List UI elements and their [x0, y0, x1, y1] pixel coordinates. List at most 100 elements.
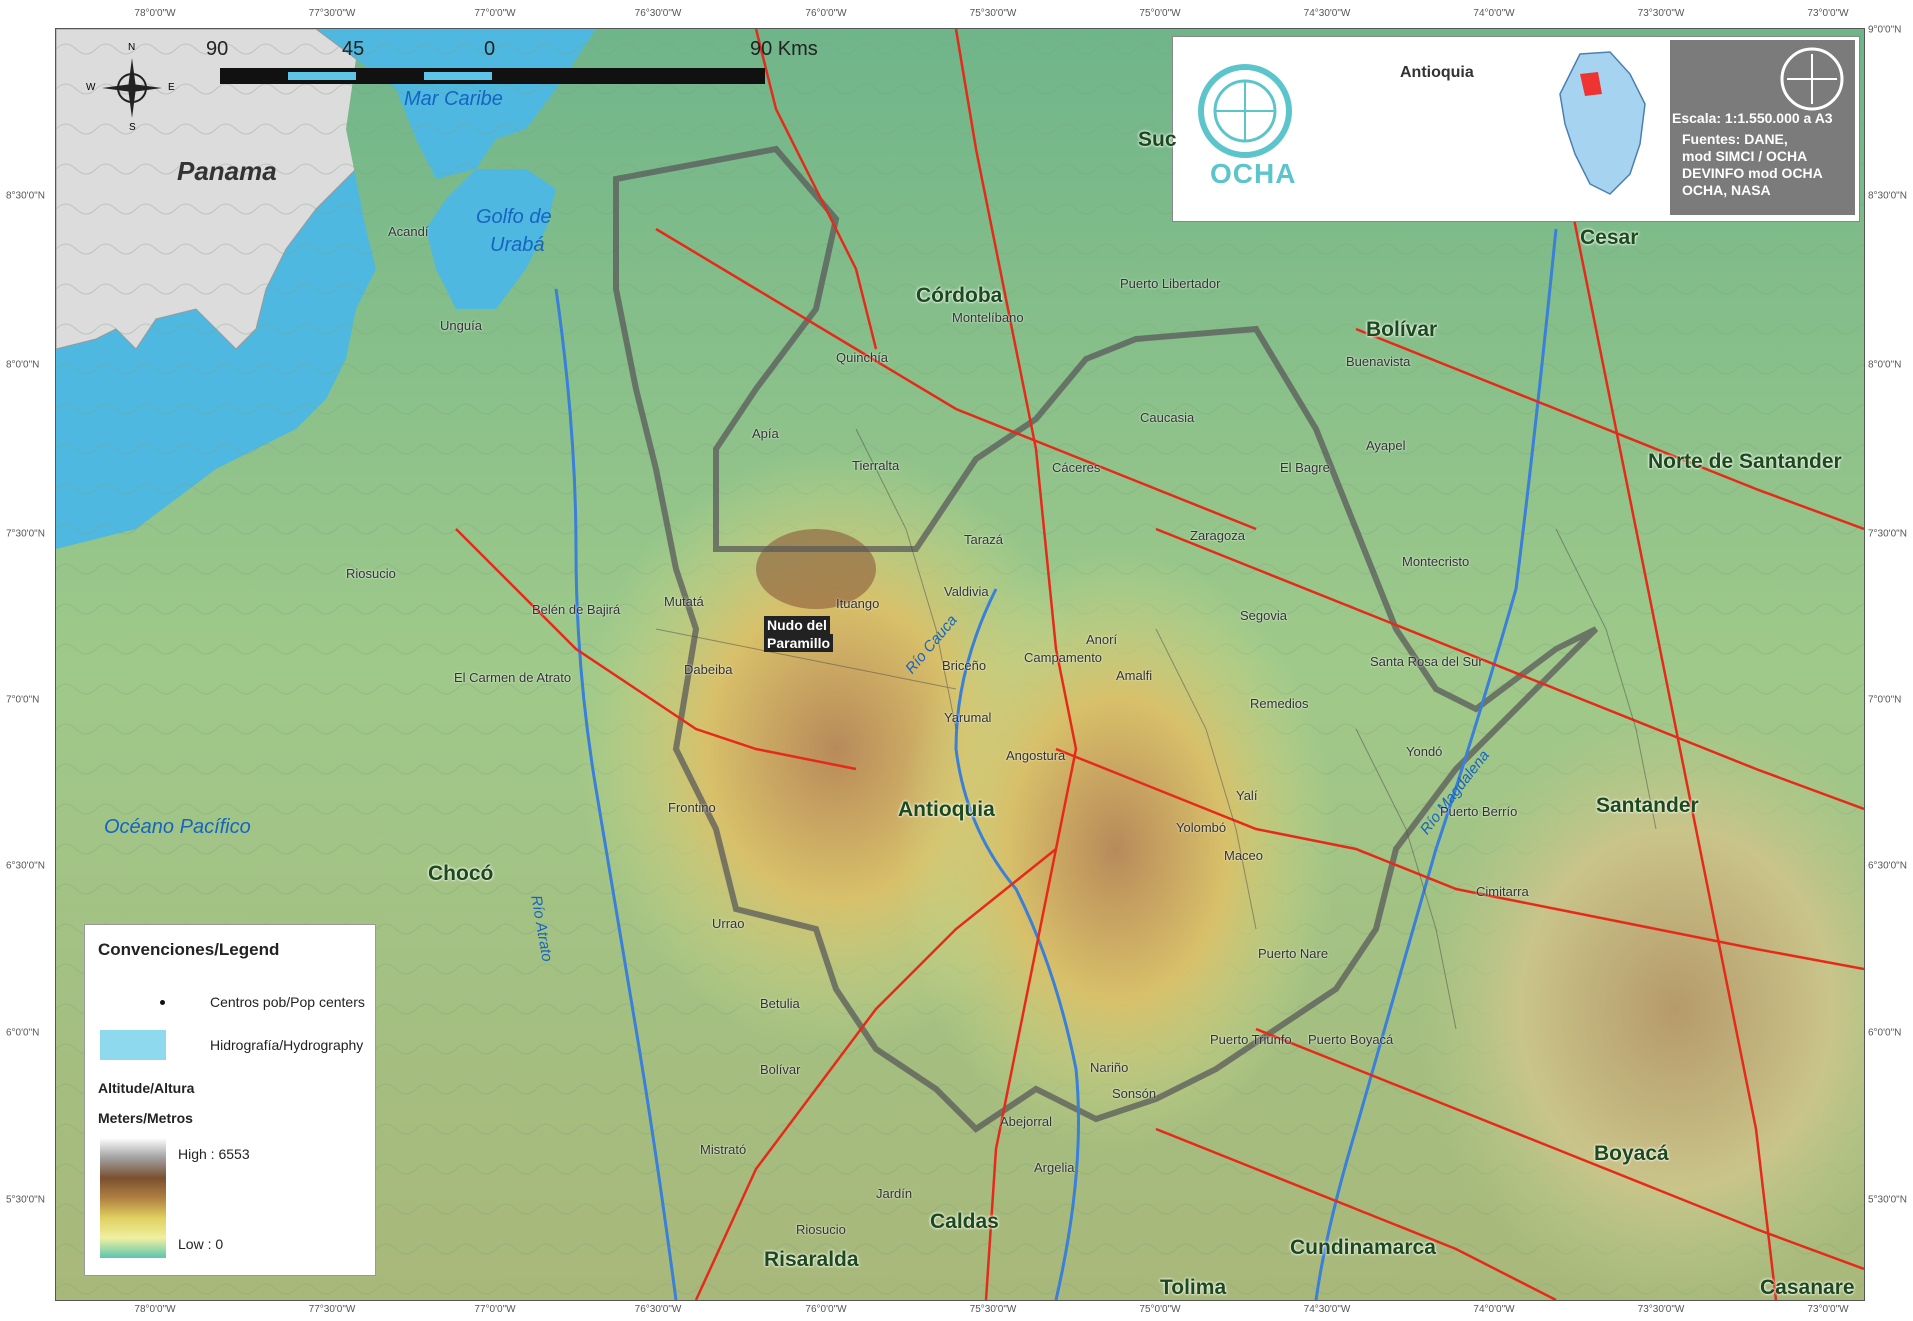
legend-altitude: Altitude/Altura	[98, 1080, 195, 1096]
scale-label: 0	[484, 38, 496, 60]
town-label: Dabeiba	[684, 662, 733, 677]
town-label: Ituango	[836, 596, 880, 611]
town-label: Bolívar	[760, 1062, 801, 1077]
legend-low: Low : 0	[178, 1236, 224, 1252]
town-label: Unguía	[440, 318, 482, 333]
info-panel	[1670, 40, 1855, 215]
grid-bottom-label: 78°0'0"W	[134, 1304, 176, 1315]
town-label: Remedios	[1250, 696, 1309, 711]
un-emblem-icon	[1198, 64, 1292, 158]
grid-right-label: 8°0'0"N	[1868, 359, 1902, 371]
label-norte-santander: Norte de Santander	[1648, 450, 1842, 473]
town-label: Yalí	[1236, 788, 1258, 803]
grid-right-label: 9°0'0"N	[1868, 24, 1902, 36]
town-label: Santa Rosa del Sur	[1370, 654, 1483, 669]
grid-left-label: 7°30'0"N	[6, 528, 45, 540]
town-label: Buenavista	[1346, 354, 1411, 369]
grid-top-label: 73°0'0"W	[1807, 8, 1849, 19]
town-label: Cimitarra	[1476, 884, 1529, 899]
label-santander: Santander	[1596, 794, 1699, 817]
town-label: Tarazá	[964, 532, 1004, 547]
grid-bottom-label: 75°30'0"W	[969, 1304, 1017, 1315]
town-label: Puerto Nare	[1258, 946, 1329, 961]
town-label: Acandí	[388, 224, 429, 239]
road-network	[455, 29, 1864, 1300]
town-label: Argelia	[1034, 1160, 1075, 1175]
town-label: Nariño	[1090, 1060, 1129, 1075]
town-label: Zaragoza	[1190, 528, 1245, 543]
town-label: Sonsón	[1112, 1086, 1157, 1101]
town-label: Tierralta	[852, 458, 900, 473]
grid-left-label: 7°0'0"N	[6, 694, 40, 706]
town-label: Apía	[752, 426, 779, 441]
town-label: Riosucio	[796, 1222, 846, 1237]
grid-bottom-label: 73°30'0"W	[1637, 1304, 1685, 1315]
grid-left-label: 8°30'0"N	[6, 190, 45, 202]
town-label: Jardín	[876, 1186, 913, 1201]
grid-bottom-label: 77°30'0"W	[308, 1304, 356, 1315]
grid-bottom-label: 76°30'0"W	[634, 1304, 682, 1315]
label-panama: Panama	[177, 156, 277, 186]
magdalena-river	[1314, 228, 1558, 1300]
town-label: Puerto Libertador	[1120, 276, 1221, 291]
town-label: Briceño	[942, 658, 987, 673]
town-label: Urrao	[712, 916, 745, 931]
town-label: Amalfi	[1116, 668, 1153, 683]
label-cundinamarca: Cundinamarca	[1290, 1236, 1436, 1259]
town-label: Valdivia	[944, 584, 989, 599]
source-line: DEVINFO mod OCHA	[1682, 165, 1823, 181]
antioquia-boundary	[613, 145, 1599, 1133]
label-choco: Chocó	[428, 862, 494, 885]
label-antioquia: Antioquia	[898, 798, 995, 821]
source-line: Fuentes: DANE,	[1682, 131, 1788, 147]
label-paramillo-2: Paramillo	[764, 634, 834, 652]
grid-left-label: 5°30'0"N	[6, 1194, 45, 1206]
source-line: OCHA, NASA	[1682, 182, 1771, 198]
compass-icon	[102, 58, 162, 118]
grid-top-label: 77°0'0"W	[474, 8, 516, 19]
label-risaralda: Risaralda	[764, 1248, 859, 1271]
grid-top-label: 76°30'0"W	[634, 8, 682, 19]
label-tolima: Tolima	[1160, 1276, 1227, 1299]
grid-bottom-label: 75°0'0"W	[1139, 1304, 1181, 1315]
scale-label: 90 Kms	[750, 38, 818, 60]
town-label: Montecristo	[1402, 554, 1470, 569]
antioquia-highland	[896, 549, 1336, 1149]
town-label: Quinchía	[836, 350, 889, 365]
town-label: Belén de Bajirá	[532, 602, 621, 617]
town-label: Frontino	[668, 800, 716, 815]
label-sucre: Suc	[1138, 128, 1177, 151]
compass-w: W	[86, 82, 96, 93]
gulf-uraba	[426, 169, 556, 309]
town-label: Yolombó	[1176, 820, 1227, 835]
legend-pop-centers: Centros pob/Pop centers	[210, 994, 365, 1010]
town-label: Yarumal	[944, 710, 992, 725]
source-line: mod SIMCI / OCHA	[1682, 148, 1808, 164]
town-label: Ayapel	[1366, 438, 1406, 453]
cauca-river	[954, 588, 1080, 1300]
town-label: Yondó	[1406, 744, 1443, 759]
label-oceano-pacifico: Océano Pacífico	[104, 816, 251, 838]
grid-top-label: 73°30'0"W	[1637, 8, 1685, 19]
label-caldas: Caldas	[930, 1210, 999, 1233]
grid-right-label: 8°30'0"N	[1868, 190, 1907, 202]
grid-right-label: 7°30'0"N	[1868, 528, 1907, 540]
town-label: El Carmen de Atrato	[454, 670, 572, 685]
grid-left-label: 6°0'0"N	[6, 1027, 40, 1039]
grid-top-label: 75°30'0"W	[969, 8, 1017, 19]
legend-title: Convenciones/Legend	[98, 940, 280, 959]
label-golfo: Golfo de	[476, 206, 552, 228]
town-label: Mutatá	[664, 594, 704, 609]
un-emblem-small-icon	[1780, 47, 1844, 111]
town-label: Riosucio	[346, 566, 396, 581]
town-label: Montelíbano	[952, 310, 1024, 325]
grid-bottom-label: 73°0'0"W	[1807, 1304, 1849, 1315]
grid-top-label: 74°0'0"W	[1473, 8, 1515, 19]
town-label: Abejorral	[1000, 1114, 1053, 1129]
label-uraba: Urabá	[490, 234, 545, 256]
scale-label: 45	[342, 38, 365, 60]
grid-top-label: 77°30'0"W	[308, 8, 356, 19]
town-label: Anorí	[1086, 632, 1118, 647]
town-label: Caucasia	[1140, 410, 1195, 425]
altitude-ramp	[100, 1138, 166, 1258]
